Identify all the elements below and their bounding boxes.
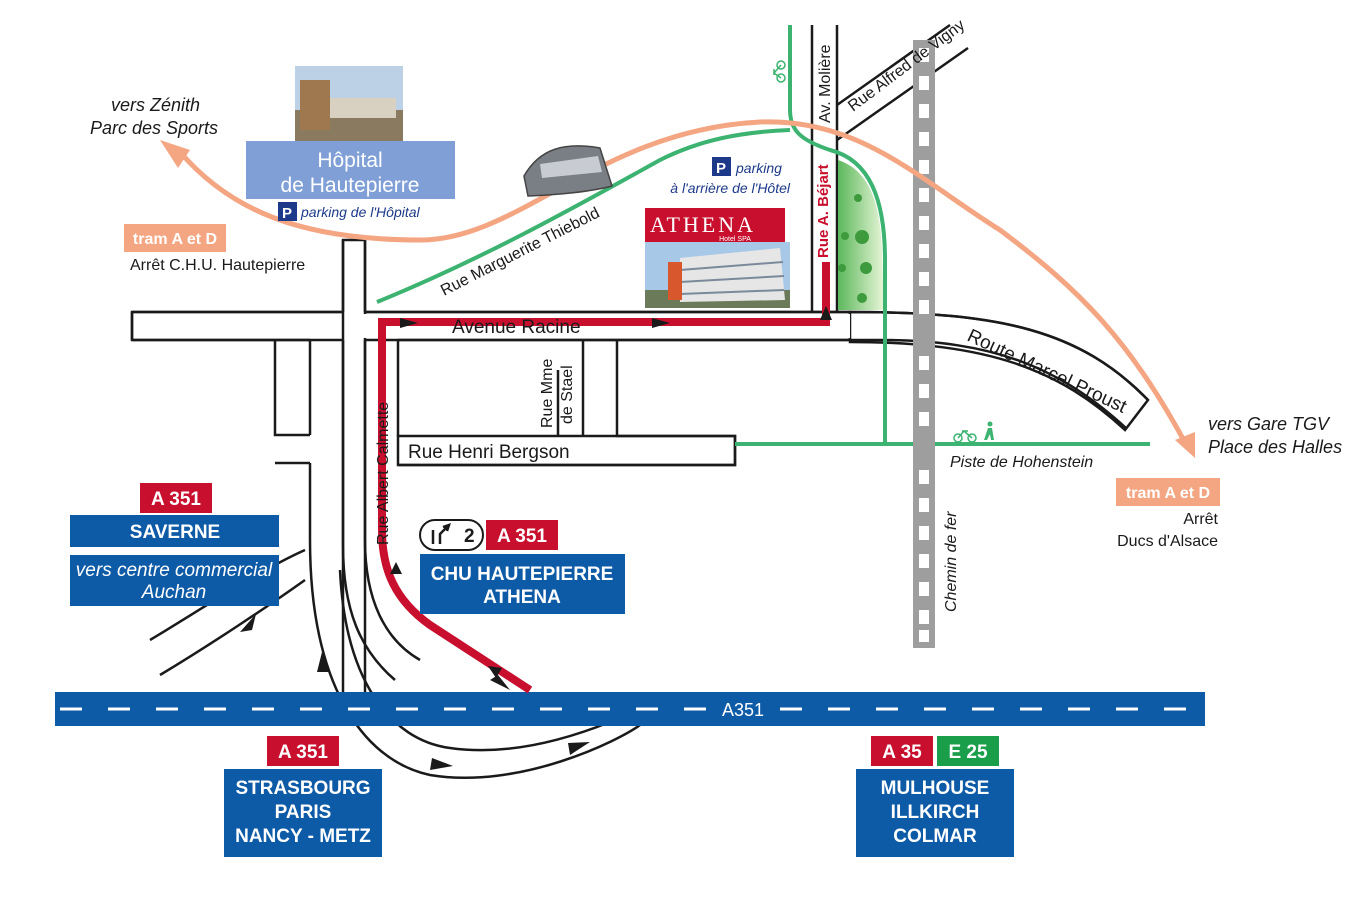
strasbourg-line1: STRASBOURG: [235, 778, 370, 799]
saverne-route-badge: [140, 483, 212, 513]
street-alfred-de-vigny: Rue Alfred de Vigny: [845, 17, 968, 116]
tram-stop-right-line1: Arrêt: [1183, 511, 1218, 528]
mulhouse-line1: MULHOUSE: [881, 778, 990, 799]
hotel-photo: [645, 242, 790, 308]
chu-line1: CHU HAUTEPIERRE: [431, 564, 614, 585]
chu-route-label: A 351: [497, 526, 547, 547]
hotel-name: ATHENA: [650, 212, 756, 237]
parking-hospital-label: parking de l'Hôpital: [300, 204, 421, 220]
tram-line: [178, 119, 1191, 450]
parking-hotel-line2: à l'arrière de l'Hôtel: [670, 180, 791, 196]
tram-stop-left: Arrêt C.H.U. Hautepierre: [130, 257, 305, 274]
mulhouse-sign: [856, 769, 1014, 857]
mulhouse-route-badge-a35: [871, 736, 933, 766]
park-trees: [838, 194, 872, 303]
hospital-box: [246, 141, 455, 199]
strasbourg-line3: NANCY - METZ: [235, 826, 371, 847]
mulhouse-line2: ILLKIRCH: [891, 802, 980, 823]
tram-stop-right-line2: Ducs d'Alsace: [1117, 533, 1218, 550]
street-albert-calmette: Rue Albert Calmette: [375, 402, 392, 545]
zenith-label-line2: Parc des Sports: [90, 118, 218, 138]
gare-label-line2: Place des Halles: [1208, 437, 1342, 457]
chu-route-badge: [486, 520, 558, 550]
zenith-label-line1: vers Zénith: [111, 95, 200, 115]
auchan-line1: vers centre commercial: [76, 560, 273, 581]
gare-label-line1: vers Gare TGV: [1208, 414, 1331, 434]
route-arrows: [390, 306, 832, 678]
tram-badge-left: [124, 224, 226, 252]
motorway-label: A351: [722, 700, 764, 720]
ramp-arrows: [240, 614, 590, 770]
street-mme-stael-line1: Rue Mme: [539, 359, 556, 428]
hospital-title-line1: Hôpital: [317, 149, 382, 172]
street-marguerite-thiebold: Rue Marguerite Thiebold: [438, 205, 602, 300]
street-avenue-racine: Avenue Racine: [452, 317, 581, 338]
parking-symbol-hospital: P: [282, 205, 292, 222]
exit-number: 2: [464, 526, 475, 547]
hotel-logo: [645, 208, 785, 242]
parking-symbol-hotel: P: [716, 160, 726, 177]
street-av-moliere: Av. Molière: [817, 44, 834, 123]
motorway-a351: [55, 692, 1205, 726]
auchan-line2: Auchan: [141, 582, 206, 603]
street-chemin-de-fer: Chemin de fer: [943, 511, 960, 612]
auchan-sign: [70, 555, 279, 606]
tram-arrow-right: [1175, 432, 1195, 458]
railway-dashes: [919, 48, 929, 642]
exit-badge: [419, 519, 484, 551]
tram-badge-left-label: tram A et D: [133, 231, 217, 248]
street-rue-bejart: Rue A. Béjart: [815, 164, 832, 258]
parking-icon-hotel: [712, 157, 731, 176]
hospital-photo: [295, 66, 403, 142]
tram-badge-right-label: tram A et D: [1126, 485, 1210, 502]
pedestrian-icon: [984, 421, 994, 440]
parking-hotel-line1: parking: [735, 160, 782, 176]
mulhouse-route-label-a35: A 35: [882, 742, 922, 763]
saverne-dest-label: SAVERNE: [130, 522, 220, 543]
strasbourg-sign: [224, 769, 382, 857]
tram-badge-right: [1116, 478, 1220, 506]
route-to-hotel: [378, 262, 830, 694]
road-edges: [130, 23, 1149, 681]
saverne-sign: [70, 515, 279, 547]
mulhouse-route-badge-e25: [937, 736, 999, 766]
chu-sign: [420, 554, 625, 614]
street-henri-bergson: Rue Henri Bergson: [408, 442, 570, 463]
strasbourg-route-label: A 351: [278, 742, 328, 763]
mulhouse-route-label-e25: E 25: [948, 742, 988, 763]
tram-arrow-left: [160, 140, 190, 168]
street-mme-stael-line2: de Stael: [559, 365, 576, 424]
parking-icon-hospital: [278, 202, 297, 221]
exit-turn-icon: [431, 523, 451, 544]
hotel-subtitle: Hotel SPA: [719, 236, 751, 243]
hospital-title-line2: de Hautepierre: [281, 174, 420, 197]
bicycle-icon-north: [772, 60, 786, 83]
motorway-ramps: [149, 539, 641, 780]
tram-vehicle-icon: [523, 145, 613, 197]
strasbourg-route-badge: [267, 736, 339, 766]
mulhouse-line3: COLMAR: [893, 826, 977, 847]
street-piste-hohenstein: Piste de Hohenstein: [950, 454, 1093, 471]
saverne-route-label: A 351: [151, 489, 201, 510]
railway: [913, 40, 935, 648]
strasbourg-line2: PARIS: [275, 802, 332, 823]
bicycle-icon: [953, 429, 977, 443]
chu-line2: ATHENA: [483, 587, 561, 608]
